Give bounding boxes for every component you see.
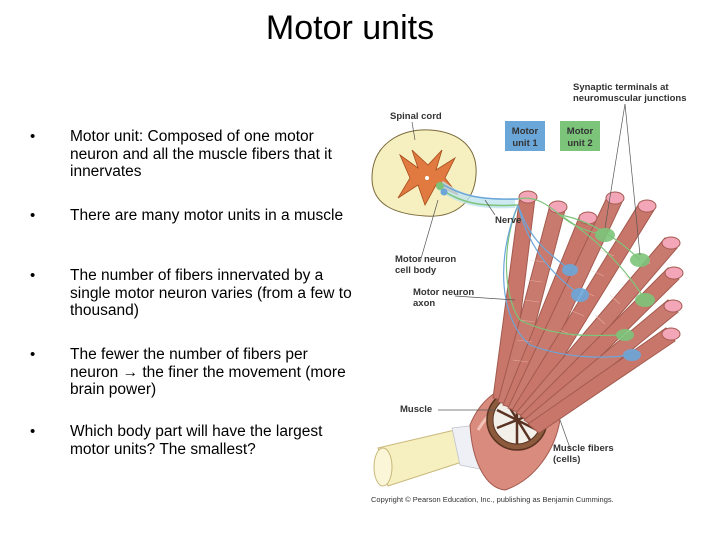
motor-unit-1-box: Motor unit 1 <box>505 121 545 151</box>
motor-unit-1-label-line1: Motor <box>512 126 539 137</box>
slide-title: Motor units <box>265 9 435 47</box>
motor-unit-2-label-line1: Motor <box>567 126 594 137</box>
axon-label-line1: Motor neuron <box>413 287 474 298</box>
spinal-cord-label: Spinal cord <box>390 111 442 122</box>
muscle-fiber-fan <box>492 190 684 434</box>
motor-unit-1-label-line2: unit 1 <box>512 138 538 149</box>
cell-body-label-line2: cell body <box>395 265 437 276</box>
muscle-fibers-label-line1: Muscle fibers <box>553 443 614 454</box>
synaptic-terminals-label-line1: Synaptic terminals at <box>573 82 669 93</box>
bullet-marker: • <box>30 267 36 284</box>
copyright-notice: Copyright © Pearson Education, Inc., pub… <box>371 495 614 504</box>
synaptic-terminals-label-line2: neuromuscular junctions <box>573 93 687 104</box>
bullet-text: Motor unit: Composed of one motor neuron… <box>70 128 332 180</box>
tendon-illustration <box>373 424 486 487</box>
nerve-and-axons <box>436 180 646 358</box>
spinal-cord-illustration <box>371 129 477 217</box>
bullet-text: There are many motor units in a muscle <box>70 207 344 224</box>
motor-unit-diagram: Motor unit 1 Motor unit 2 Synaptic termi… <box>371 82 687 504</box>
nerve-label: Nerve <box>495 215 521 226</box>
leader-lines <box>411 103 641 449</box>
bullet-text: Which body part will have the largest mo… <box>70 423 323 458</box>
bullet-text: The number of fibers innervated by a sin… <box>70 267 352 319</box>
bullet-marker: • <box>30 346 36 363</box>
axon-label-line2: axon <box>413 298 435 309</box>
bullet-marker: • <box>30 128 36 145</box>
motor-unit-2-box: Motor unit 2 <box>560 121 600 151</box>
bullet-text: The fewer the number of fibers per neuro… <box>70 346 346 398</box>
muscle-fibers-label-line2: (cells) <box>553 454 580 465</box>
cell-body-label-line1: Motor neuron <box>395 254 456 265</box>
bullet-marker: • <box>30 207 36 224</box>
bullet-marker: • <box>30 423 36 440</box>
motor-unit-2-label-line2: unit 2 <box>567 138 592 149</box>
muscle-label: Muscle <box>400 404 432 415</box>
